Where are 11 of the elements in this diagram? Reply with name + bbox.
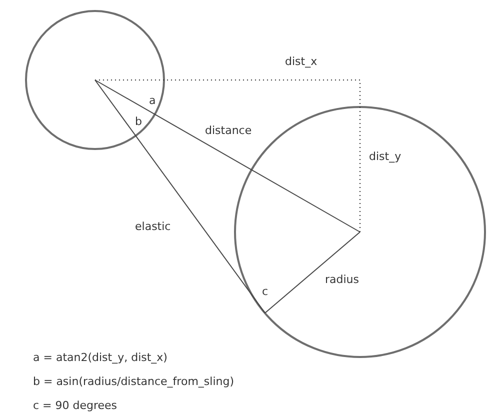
line-label: elastic — [135, 220, 171, 233]
dimension-label: dist_y — [369, 150, 402, 163]
formula-text: c = 90 degrees — [33, 399, 118, 412]
line-label: distance — [205, 124, 252, 137]
angle-label: c — [262, 285, 268, 298]
formula-text: a = atan2(dist_y, dist_x) — [33, 351, 168, 364]
angle-label: b — [135, 115, 142, 128]
line-label: radius — [325, 273, 360, 286]
angle-label: a — [149, 94, 156, 107]
dimension-label: dist_x — [285, 55, 318, 68]
formula-text: b = asin(radius/distance_from_sling) — [33, 375, 234, 388]
